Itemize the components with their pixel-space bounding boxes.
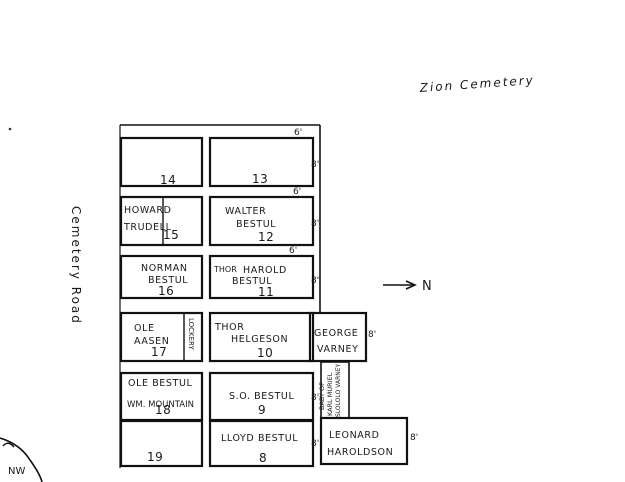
plot-16 xyxy=(119,254,204,300)
plot-13 xyxy=(208,136,315,188)
plot-8 xyxy=(208,419,315,468)
plot-18-number: 18 xyxy=(155,403,171,417)
plot-17-name2: AASEN xyxy=(134,336,169,347)
plot-baby-line1: BABY OF xyxy=(318,382,326,410)
plot-11-name0: THOR xyxy=(213,265,237,274)
plot-17-number: 17 xyxy=(151,345,167,359)
plot-8-name1: LLOYD BESTUL xyxy=(221,433,298,444)
plot-13-number: 13 xyxy=(252,172,268,186)
plot-11-name1: HAROLD xyxy=(243,265,287,276)
plot-leonard-haroldson-name2: HAROLDSON xyxy=(327,447,393,458)
plot-baby-line2: KARL MURIEL xyxy=(326,372,334,416)
plot-george-varney-name2: VARNEY xyxy=(317,344,359,355)
plot-baby-line3: SLOLOLO VARNEY xyxy=(335,363,342,417)
spacing-mark-8-a: 8' xyxy=(311,160,319,170)
plot-11-name2: BESTUL xyxy=(232,276,272,287)
spacing-mark-8-d: 8' xyxy=(368,330,376,340)
plot-10-name2: HELGESON xyxy=(231,334,288,345)
spacing-mark-8-g: 8' xyxy=(410,433,418,443)
corner-stamp-label: NW xyxy=(8,466,25,477)
spacing-marks: 6' 6' 6' 8' 8' 8' 8' 8' 8' 8' xyxy=(289,128,418,449)
plot-leonard-haroldson-name1: LEONARD xyxy=(329,430,380,441)
plot-18-name2: WM. MOUNTAIN xyxy=(127,400,194,410)
road-label: Cemetery Road xyxy=(69,206,83,325)
plot-10-name1: THOR xyxy=(214,322,244,333)
plot-15-number: 15 xyxy=(163,228,179,242)
plot-15-name1: HOWARD xyxy=(124,205,172,216)
plot-9-name1: S.O. BESTUL xyxy=(229,391,294,402)
plot-leonard-haroldson xyxy=(319,416,409,466)
north-arrow-head xyxy=(405,280,417,290)
plot-19 xyxy=(119,419,204,468)
spacing-mark-8-b: 8' xyxy=(311,219,319,229)
corner-stamp-mark xyxy=(2,442,15,448)
plot-15-name2: TRUDELL xyxy=(123,222,172,233)
plot-14 xyxy=(119,136,204,188)
corner-stamp: NW xyxy=(0,437,43,482)
plot-george-varney-name1: GEORGE xyxy=(314,328,358,339)
plot-11 xyxy=(208,254,315,300)
plot-17-side-label: LOCKERY xyxy=(187,318,195,350)
spacing-mark-6-c: 6' xyxy=(289,246,297,256)
plot-17-name1: OLE xyxy=(134,323,155,334)
map-title: Zion Cemetery xyxy=(418,73,535,95)
spacing-mark-8-e: 8' xyxy=(311,393,319,403)
plot-16-name2: BESTUL xyxy=(148,275,188,286)
plot-16-name1: NORMAN xyxy=(141,263,188,274)
spacing-mark-6-b: 6' xyxy=(293,187,301,197)
corner-stamp-arc xyxy=(0,437,43,482)
plot-12-name2: BESTUL xyxy=(236,219,276,230)
plot-15 xyxy=(119,195,204,247)
plot-10-number: 10 xyxy=(257,346,273,360)
plot-george-varney xyxy=(308,311,368,363)
plot-19-number: 19 xyxy=(147,450,163,464)
spacing-mark-8-c: 8' xyxy=(311,276,319,286)
plot-17 xyxy=(119,311,204,363)
stray-dot xyxy=(8,127,12,131)
plot-12-number: 12 xyxy=(258,230,274,244)
boundary xyxy=(119,124,321,468)
north-label: N xyxy=(422,279,432,294)
spacing-mark-8-f: 8' xyxy=(311,439,319,449)
plot-14-number: 14 xyxy=(160,173,176,187)
plot-9-number: 9 xyxy=(258,403,266,417)
plot-16-number: 16 xyxy=(158,284,174,298)
plot-10 xyxy=(208,311,315,363)
plot-8-number: 8 xyxy=(259,451,267,465)
plot-12 xyxy=(208,195,315,247)
plot-18-name1: OLE BESTUL xyxy=(128,378,192,389)
spacing-mark-6-a: 6' xyxy=(294,128,302,138)
north-arrow: N xyxy=(383,279,432,294)
plot-12-name1: WALTER xyxy=(225,206,266,217)
plot-11-number: 11 xyxy=(258,285,274,299)
